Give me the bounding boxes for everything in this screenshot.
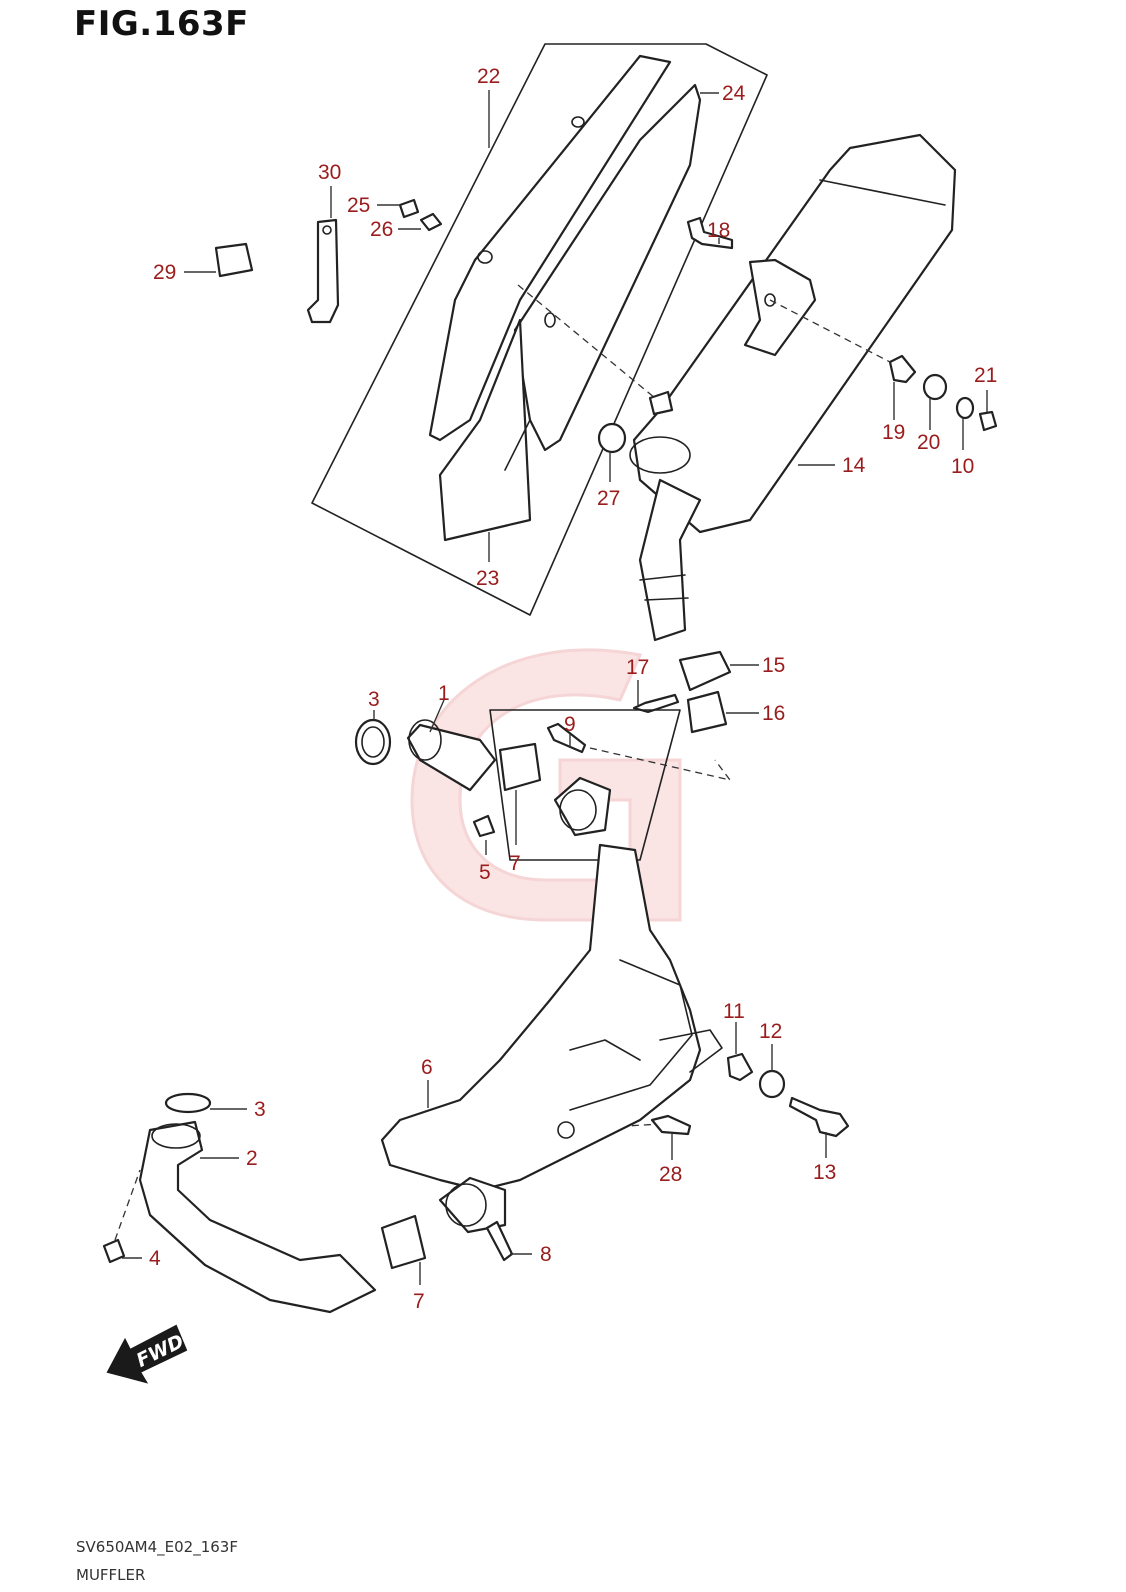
- callout-4: 4: [149, 1247, 161, 1270]
- callout-5: 5: [479, 861, 491, 884]
- callout-3-lower: 3: [254, 1098, 266, 1121]
- bolt-5[interactable]: [472, 814, 496, 838]
- callout-30: 30: [318, 161, 341, 184]
- bracket-30[interactable]: [306, 218, 340, 324]
- section-name: MUFFLER: [76, 1566, 146, 1584]
- clip-29[interactable]: [214, 242, 254, 278]
- callout-11: 11: [723, 1000, 745, 1023]
- grommet-27[interactable]: [597, 422, 627, 454]
- callout-14: 14: [842, 454, 866, 477]
- heat-shield-frame: [311, 43, 768, 616]
- callout-24: 24: [722, 82, 746, 105]
- callout-16: 16: [762, 702, 785, 725]
- shield-hole: [477, 250, 493, 264]
- gasket-7-upper[interactable]: [498, 742, 542, 792]
- callout-23: 23: [476, 567, 499, 590]
- collar-20[interactable]: [922, 373, 948, 401]
- callout-19: 19: [882, 421, 905, 444]
- bolt-13[interactable]: [788, 1096, 850, 1138]
- washer-10[interactable]: [955, 396, 975, 420]
- gasket-7-lower[interactable]: [380, 1214, 427, 1270]
- callout-7-upper: 7: [509, 852, 521, 875]
- shield-hole: [544, 312, 556, 328]
- callout-20: 20: [917, 431, 940, 454]
- callout-1: 1: [438, 682, 450, 705]
- bolt-9[interactable]: [546, 722, 587, 754]
- bolt-18[interactable]: [686, 216, 734, 250]
- muffler-inlet-pipe[interactable]: [638, 478, 702, 642]
- gasket-16[interactable]: [686, 690, 728, 734]
- gasket-3-lower[interactable]: [164, 1092, 212, 1114]
- nut-26[interactable]: [419, 212, 443, 232]
- callout-9: 9: [564, 713, 576, 736]
- heat-shield-lower[interactable]: [438, 318, 532, 542]
- callout-7-lower: 7: [413, 1290, 425, 1313]
- clamp-lower[interactable]: [438, 1176, 507, 1234]
- heat-shield-upper[interactable]: [428, 54, 672, 442]
- clamp-15[interactable]: [678, 650, 732, 692]
- bolt-19[interactable]: [888, 354, 917, 384]
- callout-15: 15: [762, 654, 785, 677]
- callout-25: 25: [347, 194, 370, 217]
- fwd-arrow-icon: FWD: [106, 1324, 187, 1384]
- heat-shield-outer[interactable]: [513, 83, 702, 452]
- figure-title: FIG.163F: [74, 4, 249, 44]
- callout-2: 2: [246, 1147, 258, 1170]
- callouts: 22 24 30 25 26 29 18 21 19 20 10 14 27 2…: [149, 65, 997, 1313]
- exhaust-pipe-1[interactable]: [406, 723, 497, 792]
- muffler[interactable]: [632, 133, 957, 534]
- callout-8: 8: [540, 1243, 552, 1266]
- callout-13: 13: [813, 1161, 836, 1184]
- callout-21: 21: [974, 364, 997, 387]
- collar-12[interactable]: [758, 1069, 786, 1099]
- bolt-11[interactable]: [726, 1052, 754, 1082]
- exhaust-pipe-6[interactable]: [380, 843, 702, 1192]
- bolt-8[interactable]: [485, 1220, 514, 1262]
- callout-12: 12: [759, 1020, 782, 1043]
- bolt-28[interactable]: [650, 1114, 692, 1136]
- gasket-3-upper[interactable]: [354, 718, 392, 766]
- callout-28: 28: [659, 1163, 682, 1186]
- exhaust-pipe-2[interactable]: [138, 1120, 377, 1314]
- bolt-25[interactable]: [398, 198, 420, 219]
- callout-3-upper: 3: [368, 688, 380, 711]
- callout-17: 17: [626, 656, 649, 679]
- model-code: SV650AM4_E02_163F: [76, 1538, 238, 1556]
- callout-27: 27: [597, 487, 620, 510]
- callout-29: 29: [153, 261, 176, 284]
- callout-6: 6: [421, 1056, 433, 1079]
- muffler-bracket[interactable]: [743, 258, 817, 357]
- callout-18: 18: [707, 219, 730, 242]
- callout-10: 10: [951, 455, 974, 478]
- nut-21[interactable]: [978, 410, 998, 432]
- callout-22: 22: [477, 65, 500, 88]
- shield-clip[interactable]: [648, 390, 674, 416]
- shield-hole: [571, 116, 585, 128]
- leader-lines: [122, 90, 988, 1285]
- bolt-17[interactable]: [632, 693, 680, 714]
- callout-26: 26: [370, 218, 393, 241]
- bolt-4[interactable]: [102, 1238, 126, 1264]
